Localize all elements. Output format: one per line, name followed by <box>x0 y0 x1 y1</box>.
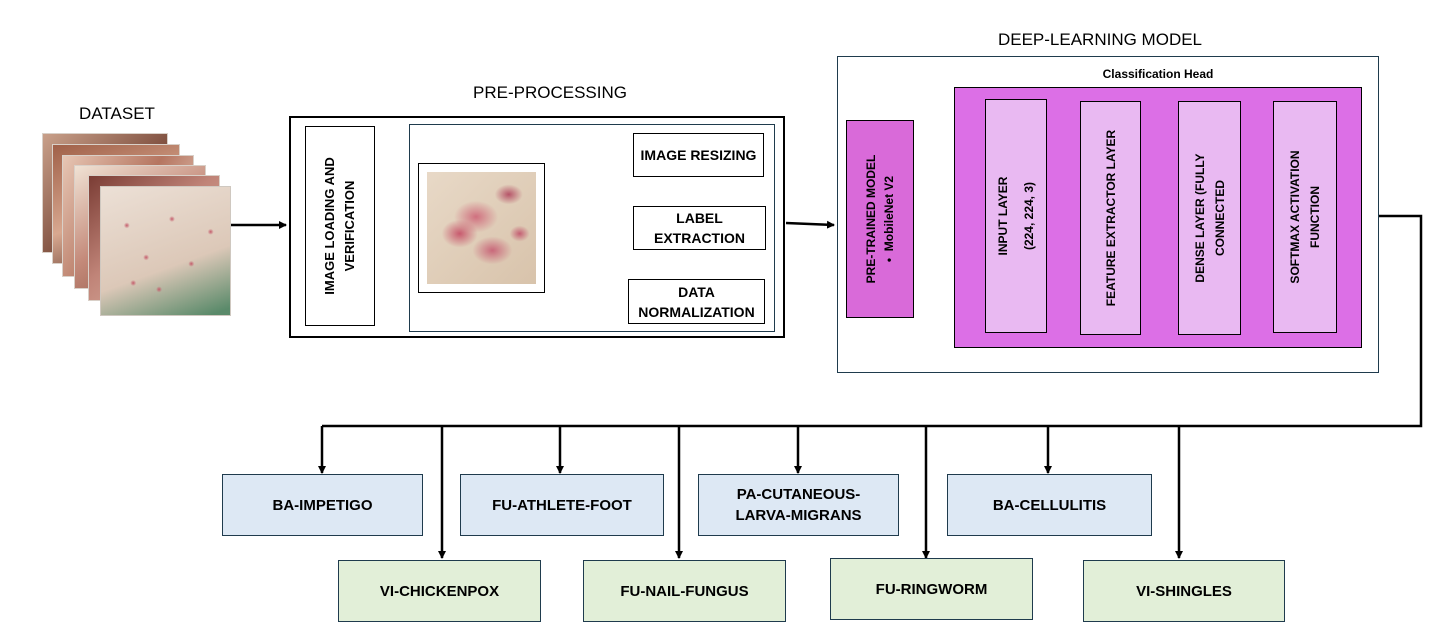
feature-extractor-label: FEATURE EXTRACTOR LAYER <box>1103 129 1118 307</box>
classification-head-title: Classification Head <box>1102 67 1214 81</box>
class-pa-line2: LARVA-MIGRANS <box>735 507 862 524</box>
sample-skin-image <box>427 172 536 284</box>
softmax-layer-line2: FUNCTION <box>1308 186 1322 248</box>
class-ba-impetigo: BA-IMPETIGO <box>222 474 423 536</box>
pretrained-model-title: PRE-TRAINED MODEL <box>864 154 878 284</box>
model-title: DEEP-LEARNING MODEL <box>997 30 1203 49</box>
step-data-normalization: DATA NORMALIZATION <box>628 279 765 324</box>
output-bus <box>322 214 1423 428</box>
preprocessing-title: PRE-PROCESSING <box>473 83 627 102</box>
image-loading-label: IMAGE LOADING AND VERIFICATION <box>322 157 357 295</box>
input-layer-line1: INPUT LAYER <box>996 176 1010 256</box>
class-pa-line1: PA-CUTANEOUS- <box>736 486 861 503</box>
softmax-layer: SOFTMAX ACTIVATION FUNCTION <box>1273 101 1337 333</box>
dense-layer-line2: CONNECTED <box>1212 180 1227 257</box>
input-layer: INPUT LAYER (224, 224, 3) <box>985 99 1047 333</box>
input-layer-line2: (224, 224, 3) <box>1022 181 1036 251</box>
image-loading-step: IMAGE LOADING AND VERIFICATION <box>305 126 375 326</box>
dataset-title: DATASET <box>79 104 155 123</box>
class-ba-cellulitis: BA-CELLULITIS <box>947 474 1152 536</box>
class-fu-athlete-foot: FU-ATHLETE-FOOT <box>460 474 664 536</box>
dataset-image-front <box>100 186 231 316</box>
class-pa-cutaneous-larva-migrans: PA-CUTANEOUS- LARVA-MIGRANS <box>698 474 899 536</box>
feature-extractor-layer: FEATURE EXTRACTOR LAYER <box>1080 101 1141 335</box>
pretrained-model-box: PRE-TRAINED MODEL • MobileNet V2 <box>846 120 914 318</box>
class-vi-shingles: VI-SHINGLES <box>1083 560 1285 622</box>
pretrained-model-item: • MobileNet V2 <box>882 175 896 263</box>
dense-layer-line1: DENSE LAYER (FULLY <box>1192 153 1207 283</box>
sample-image-frame <box>418 163 545 293</box>
arrow-preprocessing-to-model <box>785 220 835 229</box>
step-label-extraction: LABEL EXTRACTION <box>633 206 766 250</box>
step-image-resizing: IMAGE RESIZING <box>633 133 764 177</box>
dense-layer: DENSE LAYER (FULLY CONNECTED <box>1178 101 1241 335</box>
class-fu-ringworm: FU-RINGWORM <box>830 558 1033 620</box>
class-vi-chickenpox: VI-CHICKENPOX <box>338 560 541 622</box>
softmax-layer-line1: SOFTMAX ACTIVATION <box>1288 150 1302 284</box>
class-fu-nail-fungus: FU-NAIL-FUNGUS <box>583 560 786 622</box>
